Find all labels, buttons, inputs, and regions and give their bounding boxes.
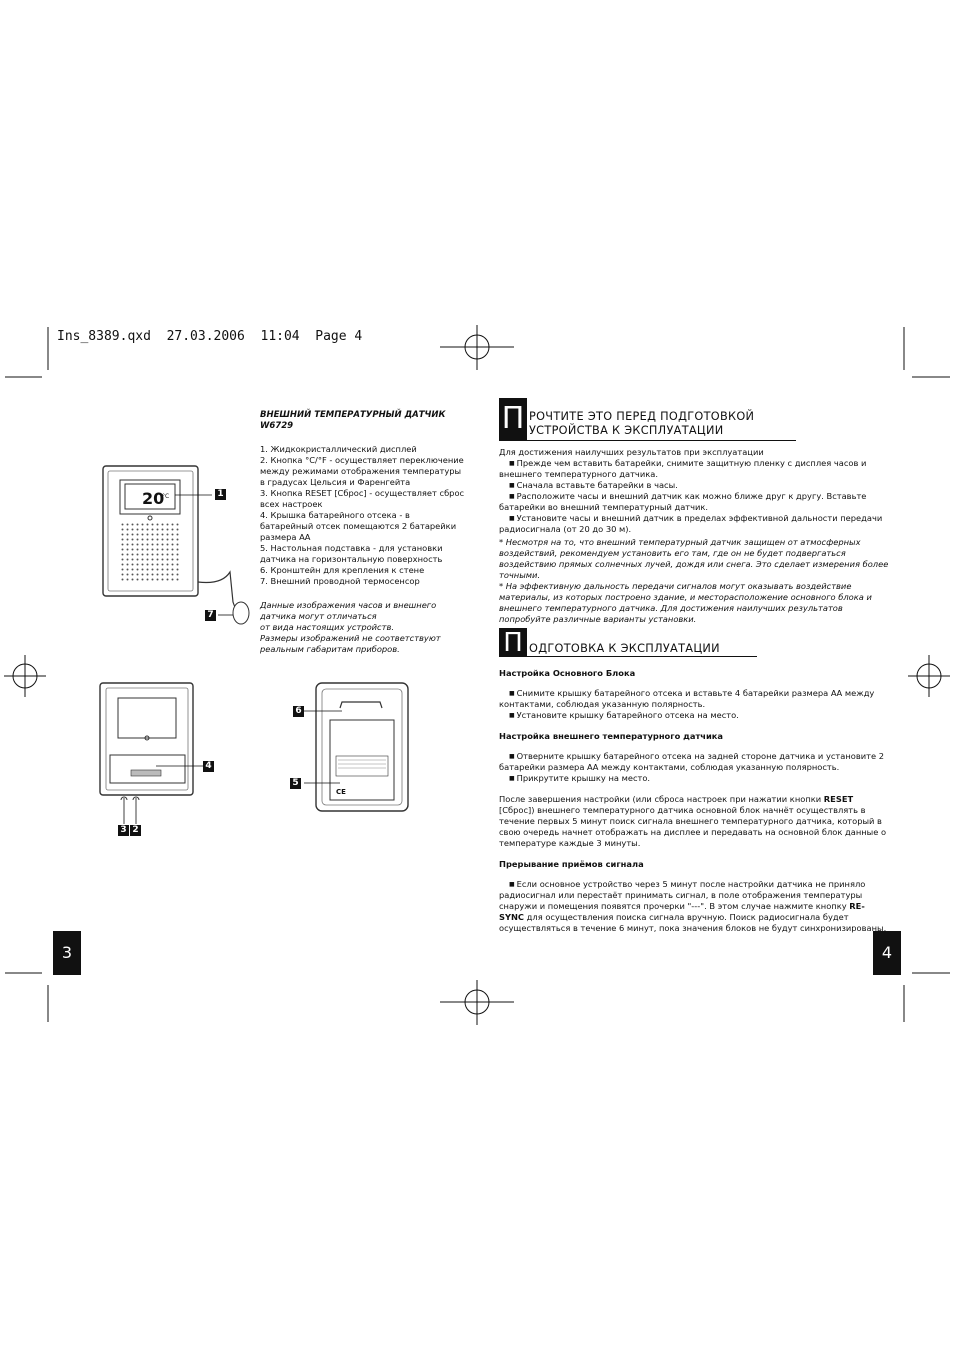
note-paragraph: * Несмотря на то, что внешний температур… [499, 537, 889, 580]
intro-lead: Для достижения наилучших результатов при… [499, 447, 764, 457]
image-disclaimer: Данные изображения часов и внешнего датч… [260, 600, 465, 655]
list-item: Установите крышку батарейного отсека на … [499, 710, 889, 721]
list-item: Расположите часы и внешний датчик как мо… [499, 491, 889, 513]
list-item: 7. Внешний проводной термосенсор [260, 576, 420, 586]
list-item: Отверните крышку батарейного отсека на з… [499, 751, 889, 773]
list-item: 4. Крышка батарейного отсека - в батарей… [260, 510, 457, 542]
drop-cap: П [499, 398, 527, 440]
subheading-main-unit: Настройка Основного Блока [499, 668, 636, 678]
list-item: 1. Жидкокристаллический дисплей [260, 444, 417, 454]
note-line: Размеры изображений не соответствуют [260, 633, 441, 643]
note-line: Данные изображения часов и внешнего [260, 600, 437, 610]
parts-list: 1. Жидкокристаллический дисплей 2. Кнопк… [260, 444, 465, 587]
list-item: Снимите крышку батарейного отсека и вста… [499, 688, 889, 710]
callout-5: 5 [290, 778, 301, 789]
text-run: После завершения настройки (или сброса н… [499, 794, 822, 804]
sensor-stand-illustration [99, 682, 203, 800]
file-slug: Ins_8389.qxd 27.03.2006 11:04 Page 4 [57, 329, 363, 344]
heading-line-1: рочтите это перед подготовкой [529, 410, 755, 423]
subheading-sensor: Настройка внешнего температурного датчик… [499, 731, 724, 741]
note-paragraph: * На эффективную дальность передачи сигн… [499, 581, 872, 624]
callout-4: 4 [203, 761, 214, 772]
intro-block: Для достижения наилучших результатов при… [499, 447, 889, 535]
caption-title: ВНЕШНИЙ ТЕМПЕРАТУРНЫЙ ДАТЧИК [260, 410, 446, 420]
caption-model: W6729 [260, 421, 294, 431]
list-item: Сначала вставьте батарейки в часы. [499, 480, 889, 491]
text-run: Если основное устройство через 5 минут п… [499, 879, 866, 911]
page-number-left: 3 [53, 931, 81, 975]
reset-keyword: RESET [823, 794, 854, 804]
callout-1: 1 [215, 489, 226, 500]
callout-3: 3 [118, 825, 129, 836]
sensor-front-illustration: 20 °C [102, 465, 250, 625]
drop-cap: П [499, 628, 527, 658]
list-item: 5. Настольная подставка - для установки … [260, 543, 443, 564]
callout-6: 6 [293, 706, 304, 717]
svg-text:°C: °C [162, 493, 169, 500]
reset-paragraph: После завершения настройки (или сброса н… [499, 794, 889, 849]
resync-paragraph: Если основное устройство через 5 минут п… [499, 879, 889, 934]
subheading-signal-loss: Прерывание приёмов сигнала [499, 859, 644, 869]
resync-keyword: RE-SYNC [499, 901, 865, 922]
list-item: Прикрутите крышку на место. [499, 773, 889, 784]
button-leaders [123, 798, 137, 824]
lcd-digits: 20 [142, 489, 164, 508]
note-line: датчика могут отличаться [260, 611, 377, 621]
sensor-back-illustration: CE [304, 682, 409, 812]
list-item: Установите часы и внешний датчик в преде… [499, 513, 889, 535]
page-number-right: 4 [873, 931, 901, 975]
note-line: реальным габаритам приборов. [260, 644, 400, 654]
heading-text: одготовка к эксплуатации [529, 642, 720, 655]
list-item: 6. Кронштейн для крепления к стене [260, 565, 425, 575]
section-heading-preparation: П одготовка к эксплуатации [499, 628, 757, 658]
list-item: 3. Кнопка RESET [Сброс] - осуществляет с… [260, 488, 465, 509]
text-run: для осуществления поиска сигнала вручную… [499, 912, 887, 933]
svg-text:CE: CE [336, 788, 346, 796]
heading-line-2: устройства к эксплуатации [529, 424, 724, 437]
list-item: Прежде чем вставить батарейки, снимите з… [499, 458, 889, 480]
callout-7: 7 [205, 610, 216, 621]
setup-block: Настройка Основного Блока Снимите крышку… [499, 668, 889, 934]
sensor-caption: ВНЕШНИЙ ТЕМПЕРАТУРНЫЙ ДАТЧИК W6729 [260, 410, 470, 432]
text-run: [Сброс]) внешнего температурного датчика… [499, 805, 887, 848]
section-heading-read-before: П рочтите это перед подготовкой устройст… [499, 398, 796, 441]
notes-block: * Несмотря на то, что внешний температур… [499, 537, 889, 625]
note-line: от вида настоящих устройств. [260, 622, 394, 632]
callout-2: 2 [130, 825, 141, 836]
list-item: 2. Кнопка °C/°F - осуществляет переключе… [260, 455, 464, 487]
